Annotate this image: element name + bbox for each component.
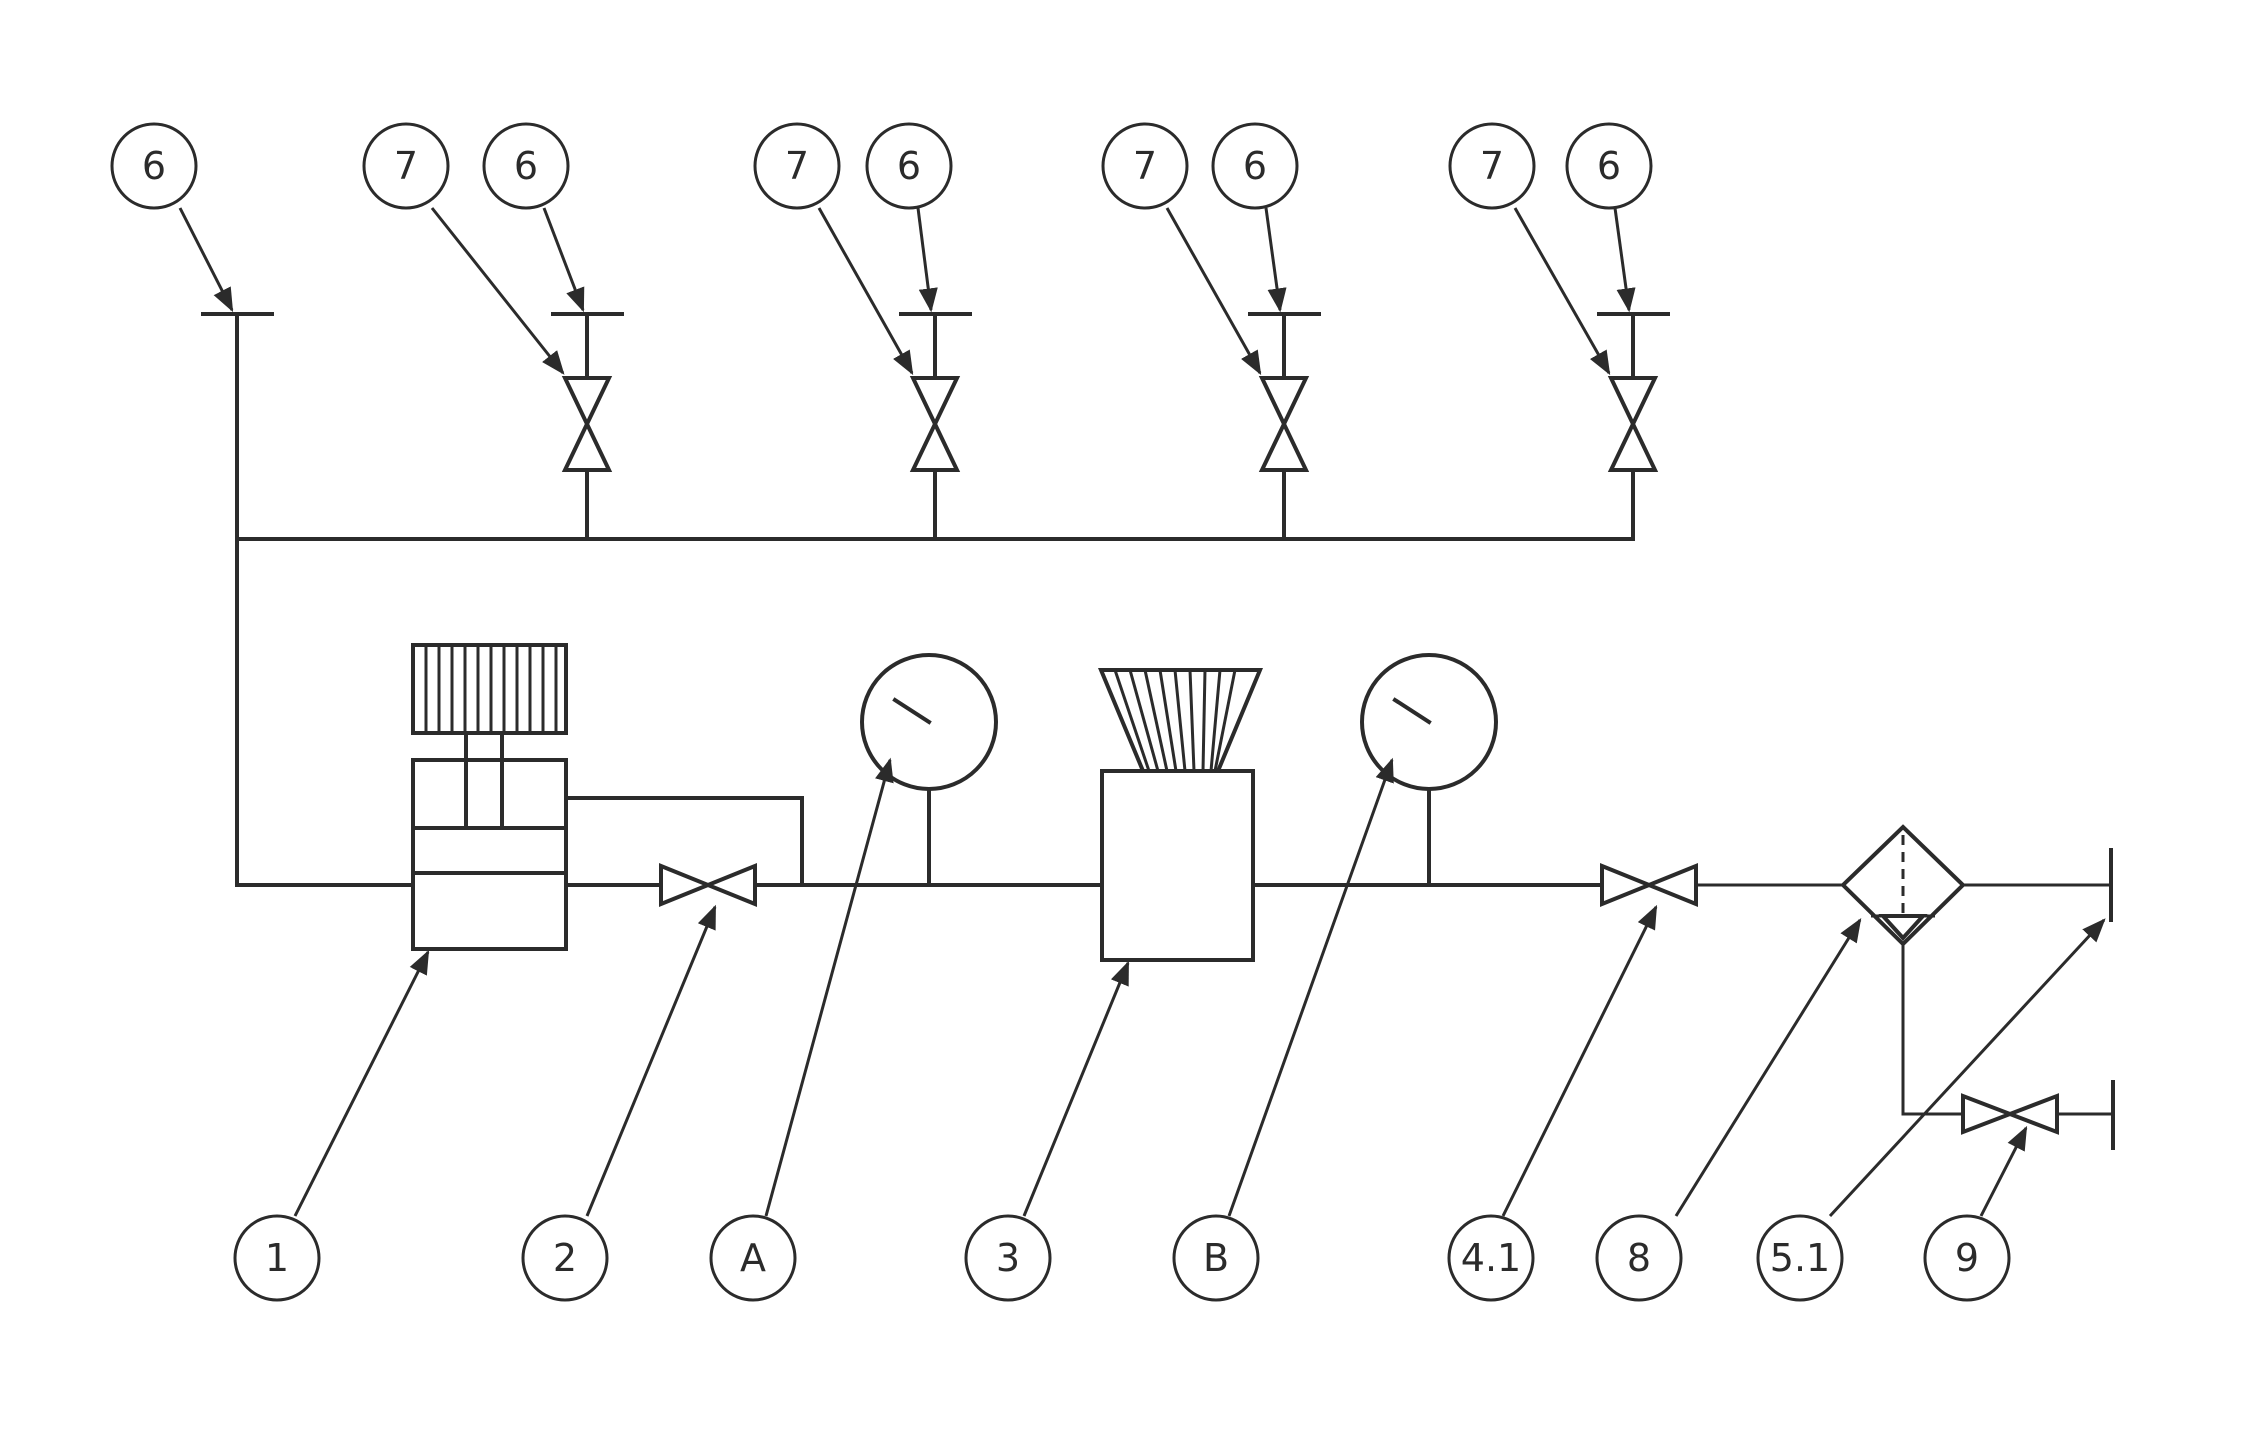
callout-top-5: 6 [865, 122, 953, 210]
callout-label: 7 [394, 144, 418, 188]
branch-valve-1 [551, 312, 624, 541]
callout-top-7: 6 [1211, 122, 1299, 210]
callout-label: 4.1 [1461, 1236, 1521, 1280]
callout-label: 8 [1627, 1236, 1651, 1280]
callout-bottom-3: A [709, 1214, 797, 1302]
top-callouts: 6 7 6 7 6 7 6 7 [110, 122, 1653, 210]
callout-bottom-7: 8 [1595, 1214, 1683, 1302]
callout-label: B [1203, 1236, 1229, 1280]
callout-label: 6 [514, 144, 538, 188]
inline-valve-4-1 [1600, 863, 1698, 907]
leader-lines [178, 207, 2106, 1218]
inline-valve-2 [659, 863, 757, 907]
callout-top-2: 7 [362, 122, 450, 210]
branch-valve-2 [899, 312, 972, 541]
callout-label: 6 [1243, 144, 1267, 188]
callout-label: 9 [1955, 1236, 1979, 1280]
callout-top-6: 7 [1101, 122, 1189, 210]
callout-label: 7 [1133, 144, 1157, 188]
callout-bottom-2: 2 [521, 1214, 609, 1302]
callout-top-3: 6 [482, 122, 570, 210]
callout-bottom-1: 1 [233, 1214, 321, 1302]
callout-bottom-8: 5.1 [1756, 1214, 1844, 1302]
bottom-callouts: 1 2 A 3 B 4.1 8 5.1 [233, 1214, 2011, 1302]
callout-top-8: 7 [1448, 122, 1536, 210]
callout-bottom-5: B [1172, 1214, 1260, 1302]
callout-label: 6 [1597, 144, 1621, 188]
callout-bottom-4: 3 [964, 1214, 1052, 1302]
callout-label: A [740, 1236, 766, 1280]
pressure-gauge-b [1360, 653, 1498, 887]
callout-label: 1 [265, 1236, 289, 1280]
drain-valve [1961, 1080, 2115, 1150]
callout-top-4: 7 [753, 122, 841, 210]
callout-bottom-6: 4.1 [1447, 1214, 1535, 1302]
callout-label: 6 [897, 144, 921, 188]
callout-label: 3 [996, 1236, 1020, 1280]
callout-label: 6 [142, 144, 166, 188]
callout-label: 2 [553, 1236, 577, 1280]
callout-bottom-9: 9 [1923, 1214, 2011, 1302]
compressor-unit [411, 643, 804, 951]
callout-top-1: 6 [110, 122, 198, 210]
branch-valve-3 [1248, 312, 1321, 541]
filter-housing [1098, 668, 1263, 962]
branch-valve-4 [1597, 312, 1670, 541]
callout-top-9: 6 [1565, 122, 1653, 210]
separator-diamond [1840, 824, 1966, 1116]
callout-label: 7 [785, 144, 809, 188]
callout-label: 5.1 [1770, 1236, 1830, 1280]
callout-label: 7 [1480, 144, 1504, 188]
pressure-gauge-a [860, 653, 998, 887]
